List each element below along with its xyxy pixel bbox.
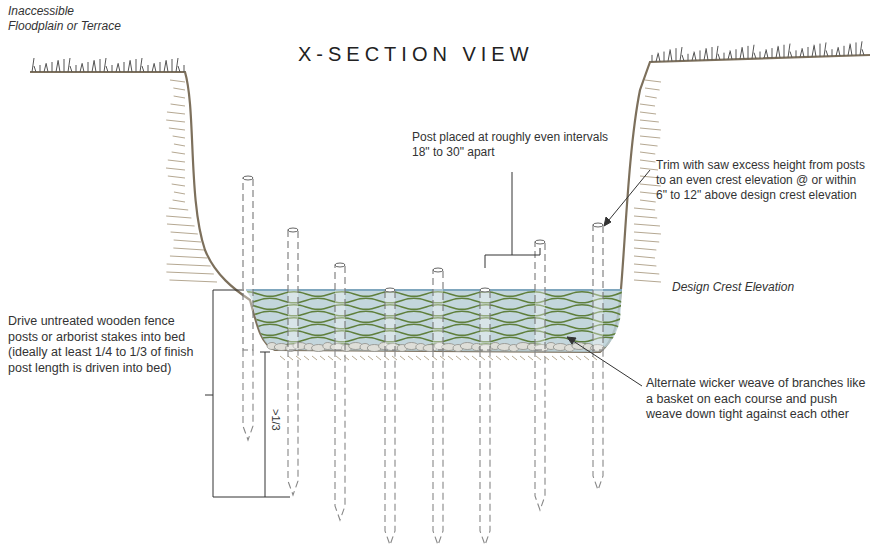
leader [205, 395, 213, 396]
dimension-line [265, 352, 266, 497]
leader-lines [205, 170, 650, 497]
trim-note: Trim with saw excess height from posts t… [656, 158, 868, 203]
drive-note: Drive untreated wooden fence posts or ar… [8, 314, 204, 377]
terrain-label: Inaccessible Floodplain or Terrace [8, 4, 128, 34]
post [480, 288, 490, 545]
post [593, 223, 603, 490]
leader-arrow [567, 337, 642, 386]
post [335, 263, 345, 520]
spacing-note: Post placed at roughly even intervals 18… [412, 130, 617, 160]
arrowhead [567, 337, 576, 344]
view-title: X-SECTION VIEW [298, 43, 534, 66]
arrowhead [604, 217, 611, 226]
post [433, 268, 443, 545]
crest-label: Design Crest Elevation [672, 280, 862, 295]
channel-bank [30, 55, 870, 352]
dimension-tick [260, 352, 270, 353]
post [535, 240, 545, 510]
grass [32, 41, 864, 72]
post [385, 288, 395, 545]
earth-texture [166, 80, 661, 360]
bracket [213, 290, 290, 497]
leader-arrow [604, 170, 650, 226]
post [288, 228, 298, 495]
dimension-label: >1/3 [268, 409, 282, 431]
posts [243, 176, 603, 545]
post [243, 176, 253, 440]
weave-note: Alternate wicker weave of branches like … [646, 376, 868, 423]
leader [512, 172, 513, 255]
